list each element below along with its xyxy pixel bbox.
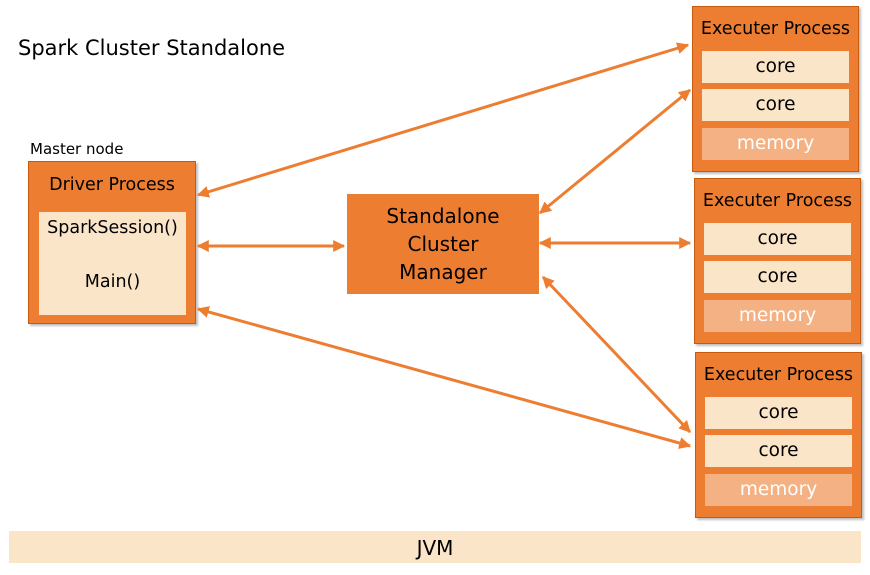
executer-process-box-2: Executer Process core core memory [694,178,861,344]
memory-slot: memory [704,300,851,332]
memory-slot: memory [702,128,849,160]
core-slot: core [704,261,851,293]
master-node-label: Master node [30,140,124,158]
core-slot: core [702,89,849,121]
executer-process-title: Executer Process [702,191,853,211]
executer-process-box-3: Executer Process core core memory [695,352,862,518]
core-slot: core [702,51,849,83]
core-slot: core [705,435,852,467]
jvm-bar: JVM [9,531,861,563]
arrow-manager-executer-3 [541,275,692,434]
driver-process-title: Driver Process [49,175,175,195]
executer-process-title: Executer Process [703,365,854,385]
driver-process-box: Driver Process SparkSession() Main() [28,161,196,324]
core-slot: core [705,397,852,429]
spark-session-label: SparkSession() [47,218,178,238]
memory-slot: memory [705,474,852,506]
cluster-manager-line-1: Standalone [386,204,500,228]
executer-process-title: Executer Process [700,19,851,39]
driver-inner-panel: SparkSession() Main() [39,212,186,315]
cluster-manager-line-2: Cluster [407,232,479,256]
arrow-manager-executer-1 [539,88,691,215]
executer-process-box-1: Executer Process core core memory [692,6,859,172]
cluster-manager-box: Standalone Cluster Manager [347,194,539,294]
main-label: Main() [84,272,141,292]
cluster-manager-line-3: Manager [399,260,487,284]
core-slot: core [704,223,851,255]
arrow-driver-executer-3 [196,306,692,449]
arrow-driver-executer-1 [196,42,690,198]
